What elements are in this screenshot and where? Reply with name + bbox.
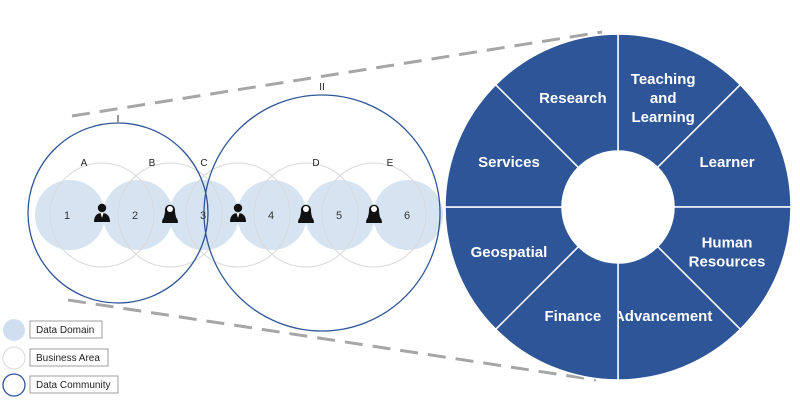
legend-data-community-swatch bbox=[2, 373, 26, 397]
business-area-label: C bbox=[200, 158, 207, 169]
legend-data-domain-swatch bbox=[3, 319, 25, 341]
data-community-circle bbox=[203, 94, 441, 332]
wheel-segment-label: Resources bbox=[689, 254, 766, 271]
business-area-label: E bbox=[387, 158, 394, 169]
wheel-segment bbox=[656, 206, 792, 331]
wheel-segment bbox=[444, 83, 580, 208]
business-area-circle bbox=[49, 162, 155, 268]
community-label: II bbox=[319, 82, 325, 93]
wheel-segment bbox=[656, 83, 792, 208]
data-community-circle bbox=[27, 122, 209, 304]
wheel-segment-label: Services bbox=[478, 154, 540, 171]
business-area-label: A bbox=[81, 158, 88, 169]
wheel-segment-label: and bbox=[650, 90, 677, 107]
data-domain-wheel: Teaching andLearningLearnerHumanResources… bbox=[444, 33, 792, 381]
legend-data-domain-label: Data Domain bbox=[36, 325, 94, 336]
wheel-segment bbox=[617, 245, 742, 381]
community-label: I bbox=[117, 114, 120, 125]
data-domain-circle bbox=[305, 180, 375, 250]
business-area-label: D bbox=[312, 158, 319, 169]
wheel-segment bbox=[494, 245, 619, 381]
data-communities bbox=[27, 94, 441, 332]
data-domain-circle bbox=[35, 180, 105, 250]
data-domain-circle bbox=[373, 180, 443, 250]
business-area-circle bbox=[321, 162, 427, 268]
business-areas bbox=[49, 162, 427, 268]
legend-business-area-label: Business Area bbox=[36, 353, 100, 364]
zoom-line-bottom bbox=[67, 298, 597, 382]
wheel-segment bbox=[617, 33, 742, 169]
business-area-circle bbox=[185, 162, 291, 268]
legend-business-area-box bbox=[29, 348, 109, 367]
data-domain-circle bbox=[237, 180, 307, 250]
legend-business-area-swatch bbox=[2, 346, 26, 370]
wheel-segment-label: Advancement bbox=[614, 308, 712, 325]
legend: Data Domain Business Area Data Community bbox=[2, 319, 119, 397]
wheel-segment-label: Learner bbox=[700, 154, 755, 171]
data-domain-label: 6 bbox=[404, 210, 410, 222]
legend-data-domain-box bbox=[29, 320, 103, 339]
business-area-label: B bbox=[149, 158, 156, 169]
wheel-segment-label: Research bbox=[539, 90, 607, 107]
wheel-segment-label: Geospatial bbox=[471, 244, 548, 261]
data-domain-label: 1 bbox=[64, 210, 70, 222]
data-domains bbox=[35, 180, 443, 250]
legend-data-community-box bbox=[29, 375, 119, 394]
wheel-segment bbox=[494, 33, 619, 169]
data-domain-circle bbox=[103, 180, 173, 250]
zoom-line-top bbox=[71, 30, 603, 118]
legend-data-community-label: Data Community bbox=[36, 380, 110, 391]
wheel-segment-label: Learning bbox=[631, 109, 694, 126]
business-area-circle bbox=[117, 162, 223, 268]
wheel-segment-label: Human bbox=[702, 235, 753, 252]
data-domain-label: 2 bbox=[132, 210, 138, 222]
wheel-segment bbox=[444, 206, 580, 331]
data-domain-label: 5 bbox=[336, 210, 342, 222]
data-domain-label: 4 bbox=[268, 210, 274, 222]
wheel-segment-label: Finance bbox=[544, 308, 601, 325]
wheel-segment-label: Teaching bbox=[631, 71, 696, 88]
business-area-circle bbox=[253, 162, 359, 268]
data-domain-label: 3 bbox=[200, 210, 206, 222]
